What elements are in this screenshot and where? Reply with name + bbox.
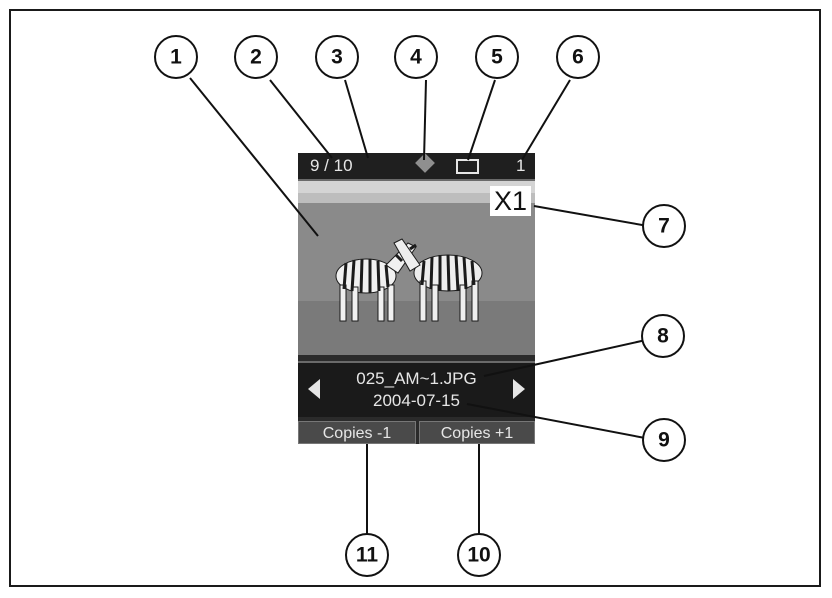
callout-label-5: 5 [491,46,503,69]
leader-lines [189,77,649,534]
zoom-level: X1 [489,186,531,216]
frame-icon [456,159,479,174]
camera-lcd-screen: 9 / 10 1 [298,153,535,444]
image-date: 2004-07-15 [373,391,460,410]
callout-label-9: 9 [658,429,670,452]
image-info-bar: 025_AM~1.JPG 2004-07-15 [298,361,535,417]
filename: 025_AM~1.JPG [356,369,477,388]
callout-label-11: 11 [356,544,379,567]
zebra-photo [298,181,535,355]
callout-label-4: 4 [410,46,422,69]
callout-label-6: 6 [572,46,584,69]
image-counter: 9 / 10 [310,156,353,175]
copies-plus-button[interactable]: Copies +1 [419,421,535,444]
status-bar: 9 / 10 1 [298,153,535,181]
left-arrow-icon[interactable] [308,379,320,399]
diagram-frame [9,9,821,587]
callout-label-7: 7 [658,215,670,238]
copies-minus-button[interactable]: Copies -1 [298,421,416,444]
callout-label-10: 10 [467,544,490,567]
callout-label-3: 3 [331,46,343,69]
zebra-photo-drawing [298,181,535,355]
copy-count: 1 [516,156,526,175]
callout-label-8: 8 [657,325,669,348]
right-arrow-icon[interactable] [513,379,525,399]
callout-label-2: 2 [250,46,262,69]
callout-labels: 1 2 3 4 5 6 7 8 9 10 11 [170,46,670,567]
callout-circles [154,35,686,577]
callout-label-1: 1 [170,46,182,69]
